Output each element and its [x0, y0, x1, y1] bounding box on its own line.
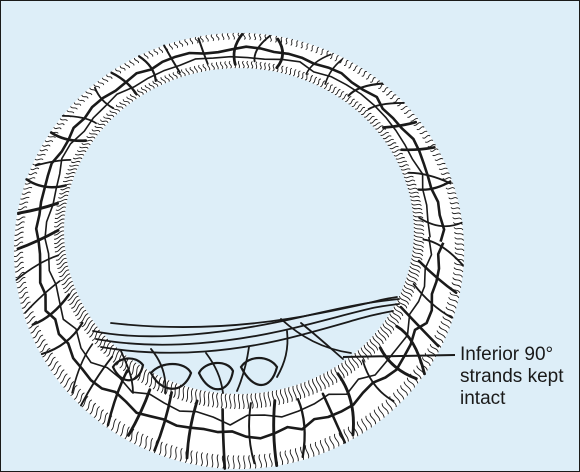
annotation-line-3: intact [460, 388, 564, 410]
annotation-line-1: Inferior 90° [460, 344, 564, 366]
annotation-line-2: strands kept [460, 366, 564, 388]
ring-hole [64, 68, 414, 394]
annotation-label: Inferior 90° strands kept intact [460, 344, 564, 410]
